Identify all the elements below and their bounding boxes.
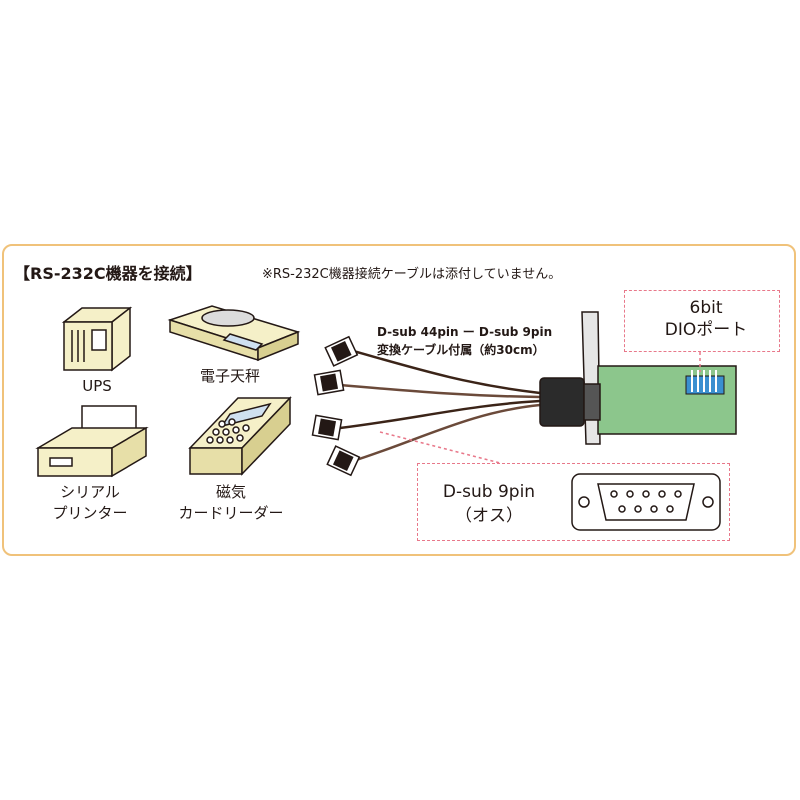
card-reader-icon [188, 396, 292, 476]
dsub-9pin-male-icon [571, 473, 721, 531]
ups-label: UPS [82, 377, 112, 395]
diagram-heading: 【RS-232C機器を接続】 [14, 264, 202, 283]
ups-icon [61, 306, 133, 372]
dio-port-pins [685, 370, 725, 395]
cable-label-line2: 変換ケーブル付属（約30cm） [377, 343, 545, 357]
cable-label-line1: D-sub 44pin ー D-sub 9pin [377, 325, 553, 339]
heading-note: ※RS-232C機器接続ケーブルは添付していません。 [262, 267, 562, 282]
callout-leaders [379, 352, 701, 464]
printer-label-line2: プリンター [52, 504, 128, 522]
dsub-label-line1: D-sub 9pin [442, 482, 536, 502]
serial-printer-icon [35, 405, 149, 478]
dio-label-line1: 6bit [689, 298, 723, 318]
printer-label-line1: シリアル [60, 483, 120, 501]
conversion-cable [339, 348, 541, 464]
dsub-label-line2: （オス） [455, 506, 523, 526]
scale-label: 電子天秤 [199, 367, 260, 385]
card-reader-label-line2: カードリーダー [178, 504, 284, 522]
dio-callout-box [624, 290, 780, 352]
db9-connector-icon [311, 335, 361, 477]
electronic-scale-icon [167, 305, 301, 362]
card-reader-label-line1: 磁気 [215, 483, 246, 501]
dio-label-line2: DIOポート [664, 320, 748, 340]
